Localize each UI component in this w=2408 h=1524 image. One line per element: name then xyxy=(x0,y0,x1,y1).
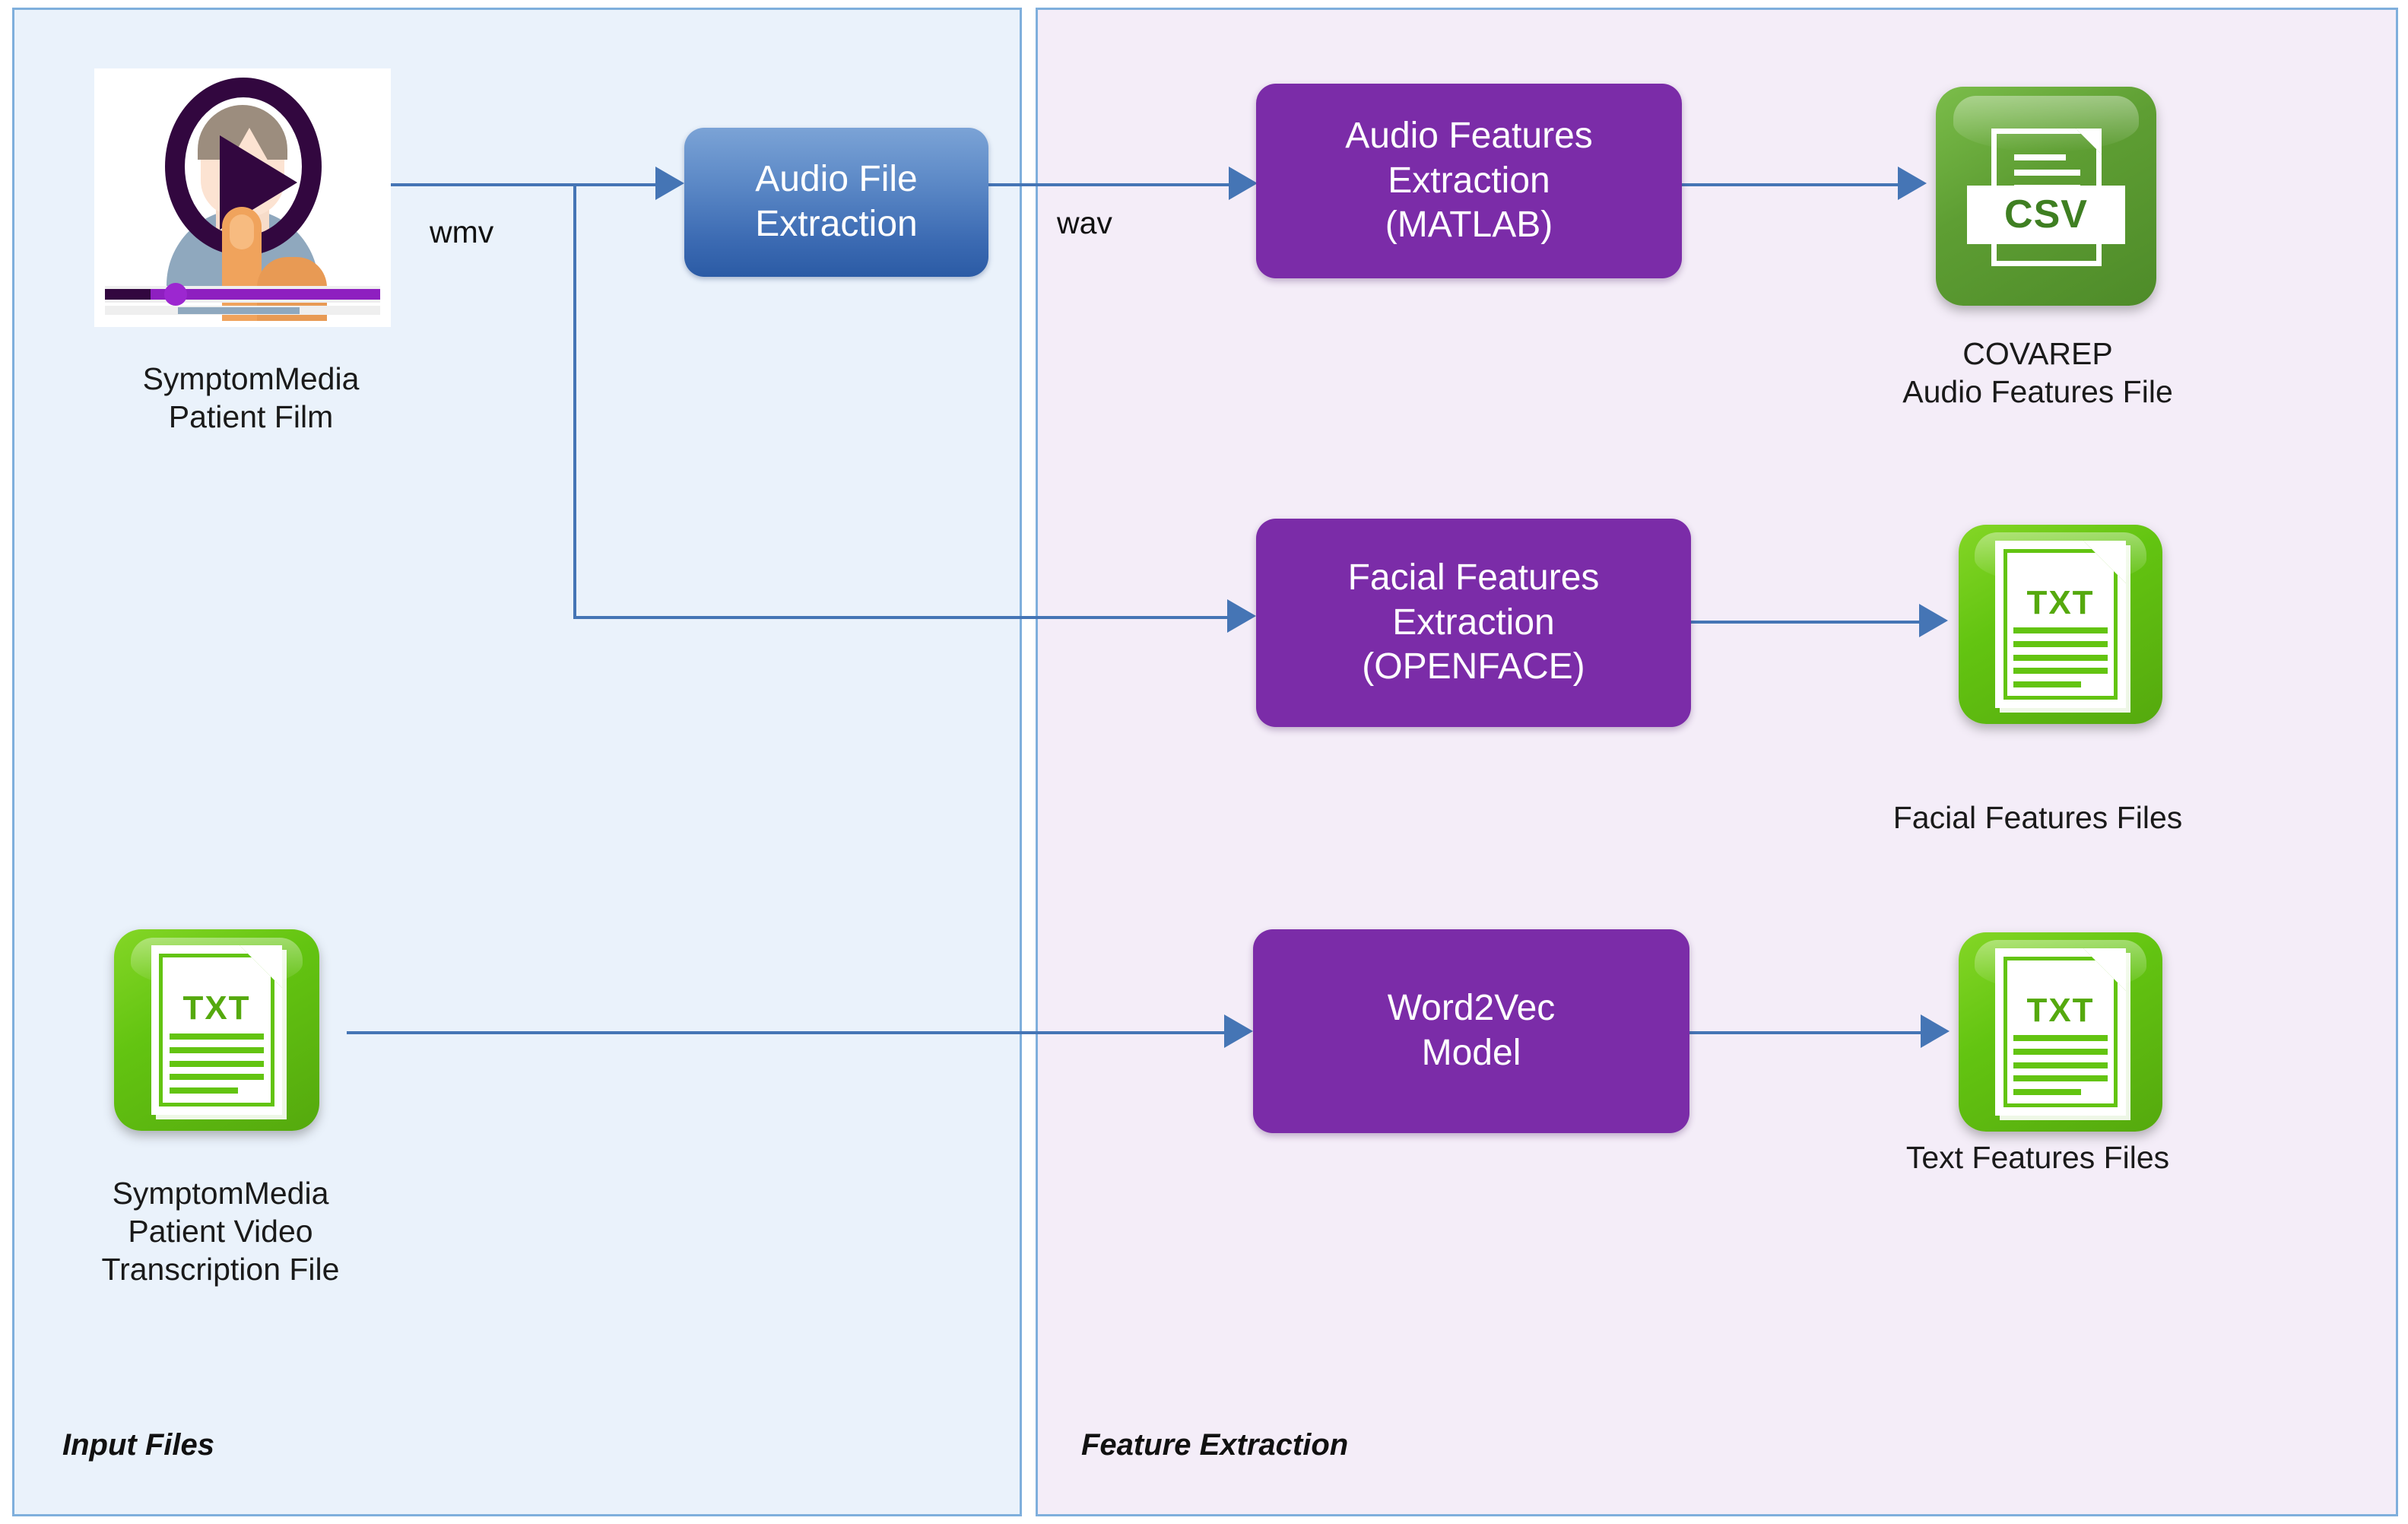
tile-gloss xyxy=(1953,95,2139,153)
file-type-badge: TXT xyxy=(2026,584,2095,622)
facial-features-txt-file-icon[interactable]: TXT xyxy=(1959,525,2162,724)
covarep-csv-file-icon[interactable]: CSV xyxy=(1936,87,2156,306)
connector-facial-features-to-txt xyxy=(1691,621,1924,624)
text-line xyxy=(2013,1062,2108,1068)
connector-wav xyxy=(988,183,1233,186)
page-fold-white xyxy=(240,945,283,989)
text-line xyxy=(2013,641,2108,647)
connector-video-to-audio-extraction xyxy=(573,183,657,186)
text-line xyxy=(2013,1075,2108,1082)
page-fold-white xyxy=(2083,540,2126,583)
progress-bar-knob[interactable] xyxy=(164,283,187,306)
process-word2vec-model[interactable]: Word2Vec Model xyxy=(1253,929,1689,1133)
connector-video-branch-vertical xyxy=(573,183,576,619)
file-type-band: CSV xyxy=(1966,185,2126,245)
file-type-badge: CSV xyxy=(2004,192,2088,237)
text-line xyxy=(2013,627,2108,634)
document-border xyxy=(2003,548,2118,700)
connector-video-to-facial-features xyxy=(573,616,1232,619)
arrowhead-to-facial-txt-file xyxy=(1919,604,1948,637)
player-footer-accent xyxy=(178,307,300,314)
text-line xyxy=(2013,681,2082,687)
process-audio-features-extraction[interactable]: Audio Features Extraction (MATLAB) xyxy=(1256,84,1682,278)
progress-bar-remaining xyxy=(151,289,380,300)
file-type-badge: TXT xyxy=(182,989,251,1027)
text-line xyxy=(169,1046,265,1053)
arrowhead-to-csv-file xyxy=(1898,167,1927,200)
connector-word2vec-to-txt xyxy=(1689,1031,1925,1034)
caption-text-features-files: Text Features Files xyxy=(1905,1140,2170,1175)
text-line xyxy=(169,1060,265,1067)
edge-label-wmv: wmv xyxy=(430,214,494,249)
connector-audio-features-to-csv xyxy=(1682,183,1902,186)
caption-facial-features-files: Facial Features Files xyxy=(1892,800,2183,835)
document-border xyxy=(158,954,274,1106)
text-features-txt-file-icon[interactable]: TXT xyxy=(1959,932,2162,1132)
text-line xyxy=(2014,154,2067,160)
text-line xyxy=(2013,1035,2108,1042)
text-line xyxy=(2013,1088,2082,1095)
symptommedia-patient-film-icon[interactable] xyxy=(94,68,391,327)
process-facial-features-extraction[interactable]: Facial Features Extraction (OPENFACE) xyxy=(1256,519,1691,727)
text-line xyxy=(169,1033,265,1040)
arrowhead-to-facial-features xyxy=(1227,599,1256,633)
arrowhead-to-audio-features xyxy=(1229,167,1258,200)
page-fold-white xyxy=(2075,128,2102,154)
caption-covarep-audio-features-file: COVAREP Audio Features File xyxy=(1902,336,2173,410)
panel-label-feature-extraction: Feature Extraction xyxy=(1081,1428,1349,1462)
transcription-txt-file-icon[interactable]: TXT xyxy=(114,929,319,1131)
file-type-badge: TXT xyxy=(2026,992,2095,1030)
text-line xyxy=(169,1074,265,1081)
panel-label-input-files: Input Files xyxy=(62,1428,214,1462)
page-fold-white xyxy=(2083,948,2126,991)
arrowhead-to-audio-file-extraction xyxy=(655,167,684,200)
document-border xyxy=(2003,956,2118,1108)
panel-feature-extraction xyxy=(1036,8,2398,1516)
arrowhead-to-word2vec xyxy=(1224,1014,1253,1048)
text-line xyxy=(169,1087,238,1094)
fingernail xyxy=(230,214,254,249)
text-line xyxy=(2013,654,2108,661)
connector-transcript-to-word2vec xyxy=(347,1031,1229,1034)
caption-transcription-file: SymptomMedia Patient Video Transcription… xyxy=(101,1176,340,1287)
connector-video-trunk xyxy=(391,183,576,186)
document-page: TXT xyxy=(151,945,283,1115)
arrowhead-to-text-txt-file xyxy=(1921,1014,1950,1048)
text-line xyxy=(2013,668,2108,675)
document-page: TXT xyxy=(1995,948,2126,1116)
caption-patient-film: SymptomMedia Patient Film xyxy=(142,361,360,435)
document-page: TXT xyxy=(1995,540,2126,709)
edge-label-wav: wav xyxy=(1057,205,1112,240)
progress-bar-elapsed xyxy=(105,289,151,300)
process-audio-file-extraction[interactable]: Audio File Extraction xyxy=(684,128,988,277)
text-line xyxy=(2014,169,2080,176)
text-line xyxy=(2013,1049,2108,1055)
